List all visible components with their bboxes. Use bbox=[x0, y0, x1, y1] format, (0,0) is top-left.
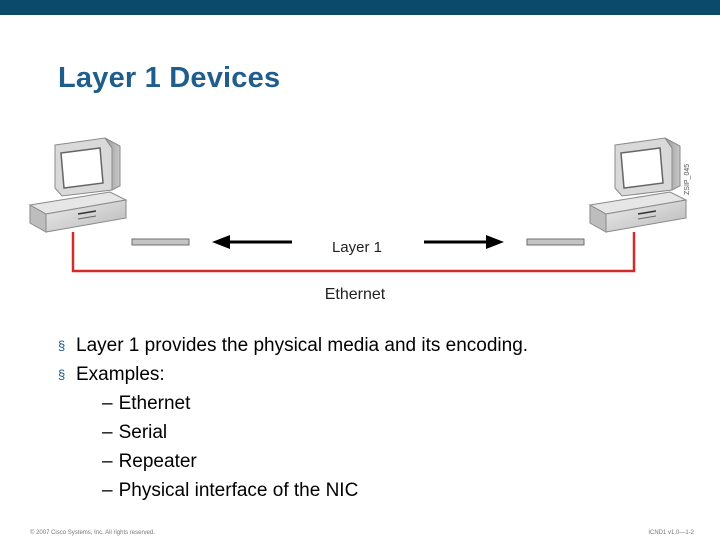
right-computer-icon bbox=[588, 137, 688, 233]
top-bar bbox=[0, 0, 720, 15]
footer-copyright: © 2007 Cisco Systems, Inc. All rights re… bbox=[30, 530, 155, 536]
sub-bullet-text: Serial bbox=[118, 422, 168, 443]
bullet-item: § Examples: bbox=[58, 361, 698, 390]
dash-marker: – bbox=[102, 480, 113, 501]
network-diagram: Layer 1 Ethernet bbox=[28, 137, 688, 303]
dash-marker: – bbox=[102, 393, 113, 414]
sub-bullet-text: Ethernet bbox=[118, 393, 191, 414]
bullet-marker-icon: § bbox=[58, 366, 66, 382]
bullet-text: Layer 1 provides the physical media and … bbox=[76, 335, 529, 356]
footer-course-id: ICND1 v1.0—1-2 bbox=[648, 530, 694, 536]
sub-bullet-item: –Physical interface of the NIC bbox=[58, 476, 698, 505]
dash-marker: – bbox=[102, 422, 113, 443]
left-computer-icon bbox=[28, 137, 128, 233]
slide-title: Layer 1 Devices bbox=[58, 62, 281, 94]
bullet-marker-icon: § bbox=[58, 338, 66, 353]
layer-label: Layer 1 bbox=[332, 239, 382, 256]
left-arrow-icon bbox=[212, 235, 292, 249]
right-signal-bar bbox=[526, 238, 585, 246]
sub-bullet-item: –Serial bbox=[58, 418, 698, 447]
bullet-text: Examples: bbox=[76, 363, 165, 385]
sub-bullet-item: –Ethernet bbox=[58, 389, 698, 418]
ethernet-label: Ethernet bbox=[325, 286, 386, 303]
diagram-code: ZSIP_045 bbox=[684, 163, 691, 195]
right-arrow-icon bbox=[424, 235, 504, 249]
dash-marker: – bbox=[102, 451, 113, 472]
bullet-item: § Layer 1 provides the physical media an… bbox=[58, 332, 698, 361]
sub-bullet-text: Repeater bbox=[118, 451, 197, 472]
ethernet-cable bbox=[71, 232, 636, 273]
sub-bullet-text: Physical interface of the NIC bbox=[118, 480, 359, 501]
bullet-list: § Layer 1 provides the physical media an… bbox=[58, 332, 698, 505]
sub-bullet-item: –Repeater bbox=[58, 447, 698, 476]
left-signal-bar bbox=[131, 238, 190, 246]
